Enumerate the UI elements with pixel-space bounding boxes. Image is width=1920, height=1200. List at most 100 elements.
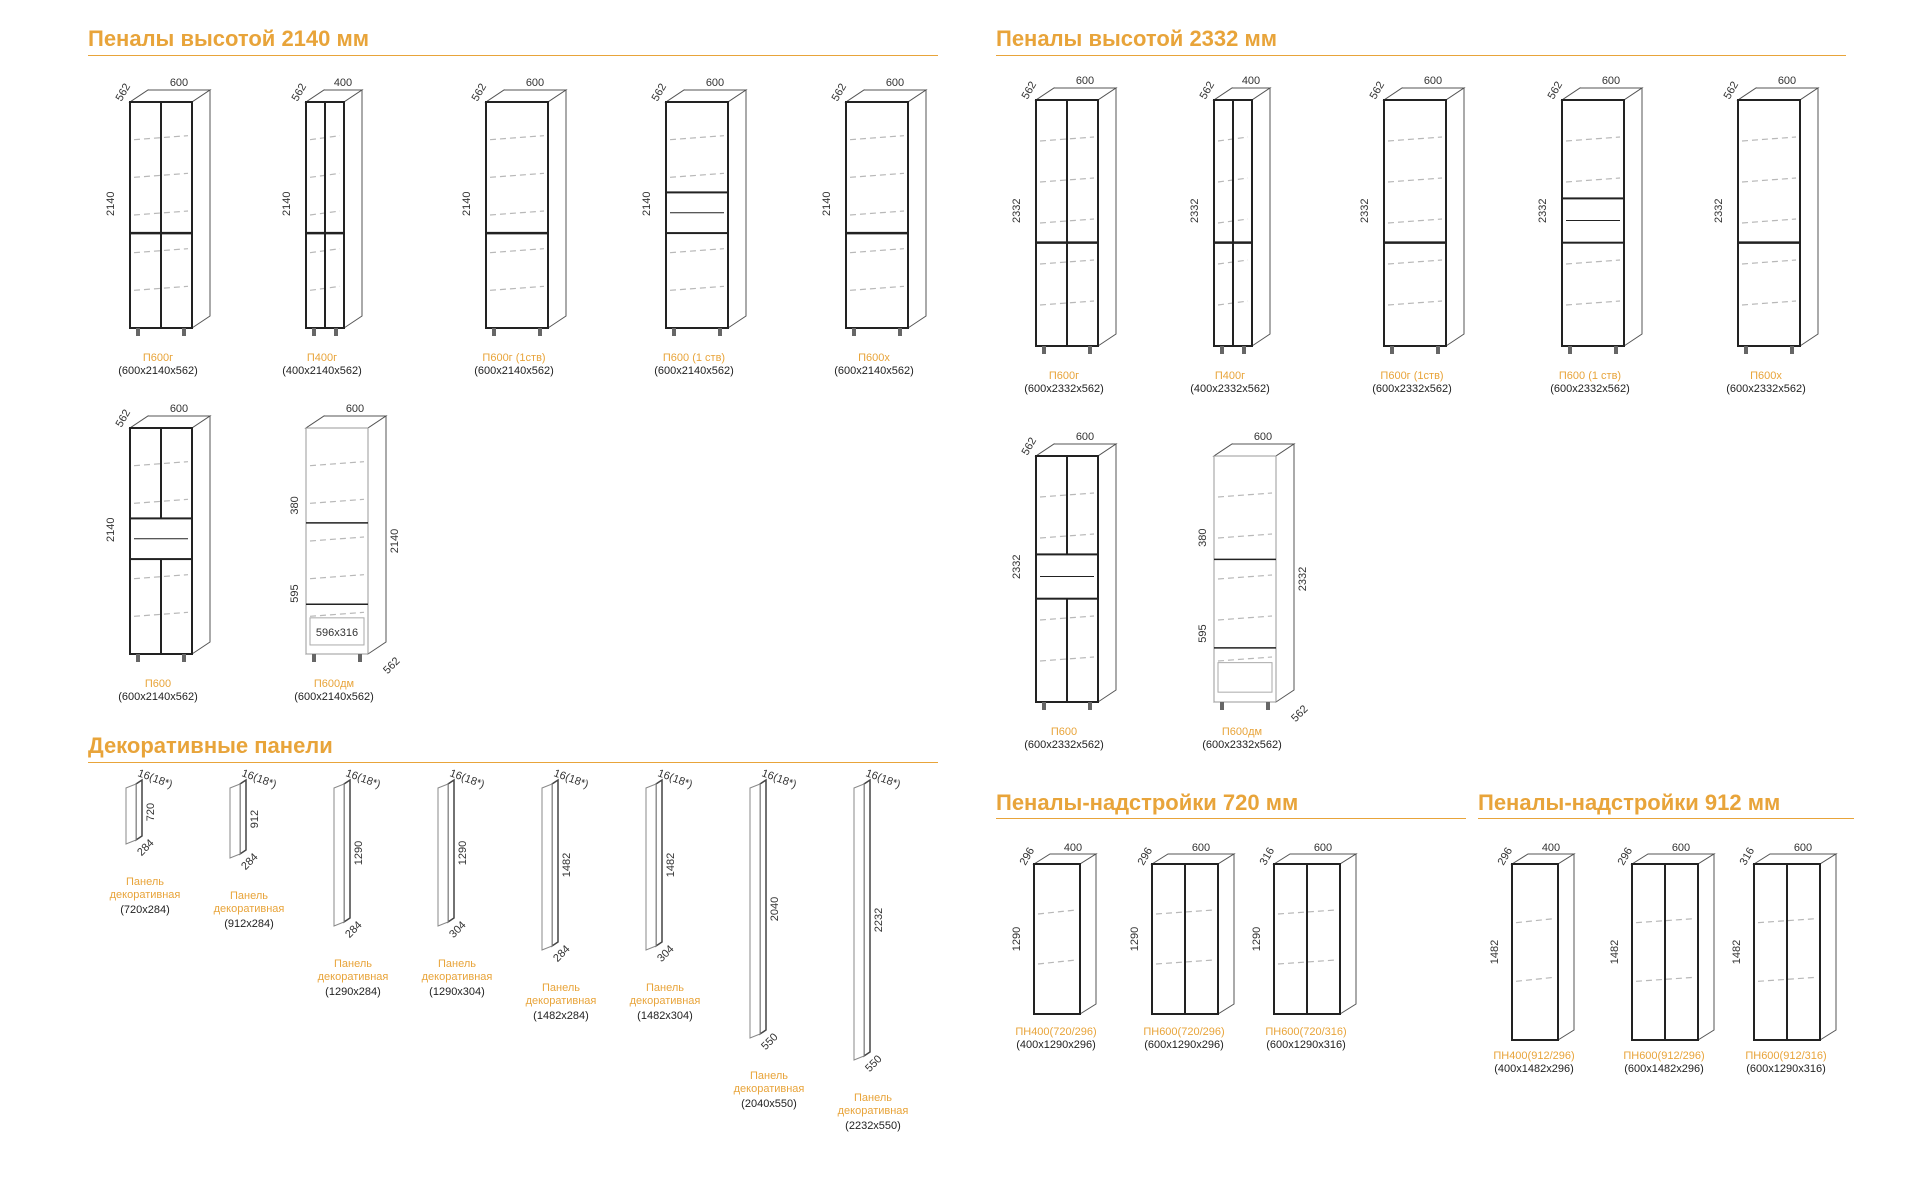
dim-height: 2140 xyxy=(641,191,653,215)
item-name: П600х xyxy=(858,352,890,364)
panel-body xyxy=(447,778,455,924)
shelf-dashed xyxy=(133,611,189,617)
cabinet-right xyxy=(1251,87,1271,347)
panel-label: Панель декоративная xyxy=(109,876,181,901)
shelf-dashed xyxy=(133,248,189,254)
section-rule xyxy=(88,55,938,56)
dim-height: 1290 xyxy=(1251,927,1263,951)
dim-depth: 562 xyxy=(114,82,134,104)
cabinet-leg xyxy=(1790,346,1794,354)
item-name: П600дм xyxy=(313,678,355,690)
panel-label: Панель декоративная xyxy=(837,1092,909,1117)
dim-width: 600 xyxy=(170,403,188,415)
shelf-dashed xyxy=(1039,615,1095,621)
dim-depth: 284 xyxy=(239,851,260,872)
section-rule xyxy=(996,55,1846,56)
section-rule xyxy=(1478,818,1854,819)
section-title-2332: Пеналы высотой 2332 мм xyxy=(996,26,1278,51)
shelf-dashed xyxy=(133,574,189,580)
item-name: П400г xyxy=(306,352,338,364)
dim-height: 2140 xyxy=(105,191,117,215)
item-name: П600г xyxy=(142,352,174,364)
shelf-dashed xyxy=(1039,656,1095,662)
cabinet-leg xyxy=(358,654,362,662)
dim-a: 380 xyxy=(1197,528,1209,546)
dim-height: 2332 xyxy=(1359,198,1371,222)
shelf-dashed xyxy=(309,461,365,467)
cabinet-leg xyxy=(1220,702,1224,710)
item-name: ПН400(720/296) xyxy=(1015,1026,1097,1038)
panel-face xyxy=(645,783,657,951)
dim-height: 2332 xyxy=(1537,198,1549,222)
dim-width: 600 xyxy=(1076,75,1094,87)
cabinet-right xyxy=(1275,443,1295,703)
item-size: (400x2140x562) xyxy=(282,365,362,377)
dim-depth: 562 xyxy=(114,408,134,430)
dim-height: 2040 xyxy=(769,897,781,921)
dim-width: 600 xyxy=(706,77,724,89)
shelf-dashed xyxy=(1217,574,1273,580)
item-size: (600x1290x296) xyxy=(1144,1039,1224,1051)
dim-width: 400 xyxy=(1064,842,1082,854)
panel-body xyxy=(759,778,767,1036)
cabinet-right xyxy=(191,415,211,655)
panel-label: Панель декоративная xyxy=(317,958,389,983)
item-name: П600х xyxy=(1750,370,1782,382)
dim-height: 2332 xyxy=(1713,198,1725,222)
item-name: ПН600(912/316) xyxy=(1745,1050,1827,1062)
shelf-dashed xyxy=(133,285,189,291)
cabinet-leg xyxy=(1088,346,1092,354)
cabinet-leg xyxy=(492,328,496,336)
dim-depth: 562 xyxy=(470,82,490,104)
dim-width: 600 xyxy=(170,77,188,89)
dim-depth: 562 xyxy=(1289,703,1310,724)
drawer xyxy=(1217,662,1273,693)
dim-height: 2232 xyxy=(873,908,885,932)
shelf-dashed xyxy=(849,248,905,254)
cabinet-leg xyxy=(672,328,676,336)
shelf-dashed xyxy=(1217,533,1273,539)
dim-depth: 562 xyxy=(1546,80,1566,102)
cabinet-leg xyxy=(312,654,316,662)
shelf-dashed xyxy=(669,172,725,178)
shelf-dashed xyxy=(1741,218,1797,224)
item-size: (600x2140x562) xyxy=(654,365,734,377)
shelf-dashed xyxy=(669,135,725,141)
panel-body xyxy=(343,778,351,924)
shelf-dashed xyxy=(1217,492,1273,498)
dim-width: 600 xyxy=(526,77,544,89)
cabinet-right xyxy=(907,89,927,329)
dim-depth: 562 xyxy=(290,82,310,104)
panel-size: (2232x550) xyxy=(845,1120,901,1132)
item-name: ПН600(720/316) xyxy=(1265,1026,1347,1038)
dim-depth: 304 xyxy=(655,943,676,964)
cabinet-leg xyxy=(136,328,140,336)
cabinet-svg: 600 2140 562 xyxy=(105,77,212,336)
dim-depth: 562 xyxy=(1198,80,1218,102)
dim-height: 1290 xyxy=(353,841,365,865)
cabinet-right xyxy=(367,415,387,655)
shelf-dashed xyxy=(1515,976,1555,982)
cabinet-right xyxy=(1819,853,1837,1041)
cabinet-right xyxy=(1623,87,1643,347)
panel-face xyxy=(437,783,449,927)
item-size: (600x2140x562) xyxy=(118,365,198,377)
